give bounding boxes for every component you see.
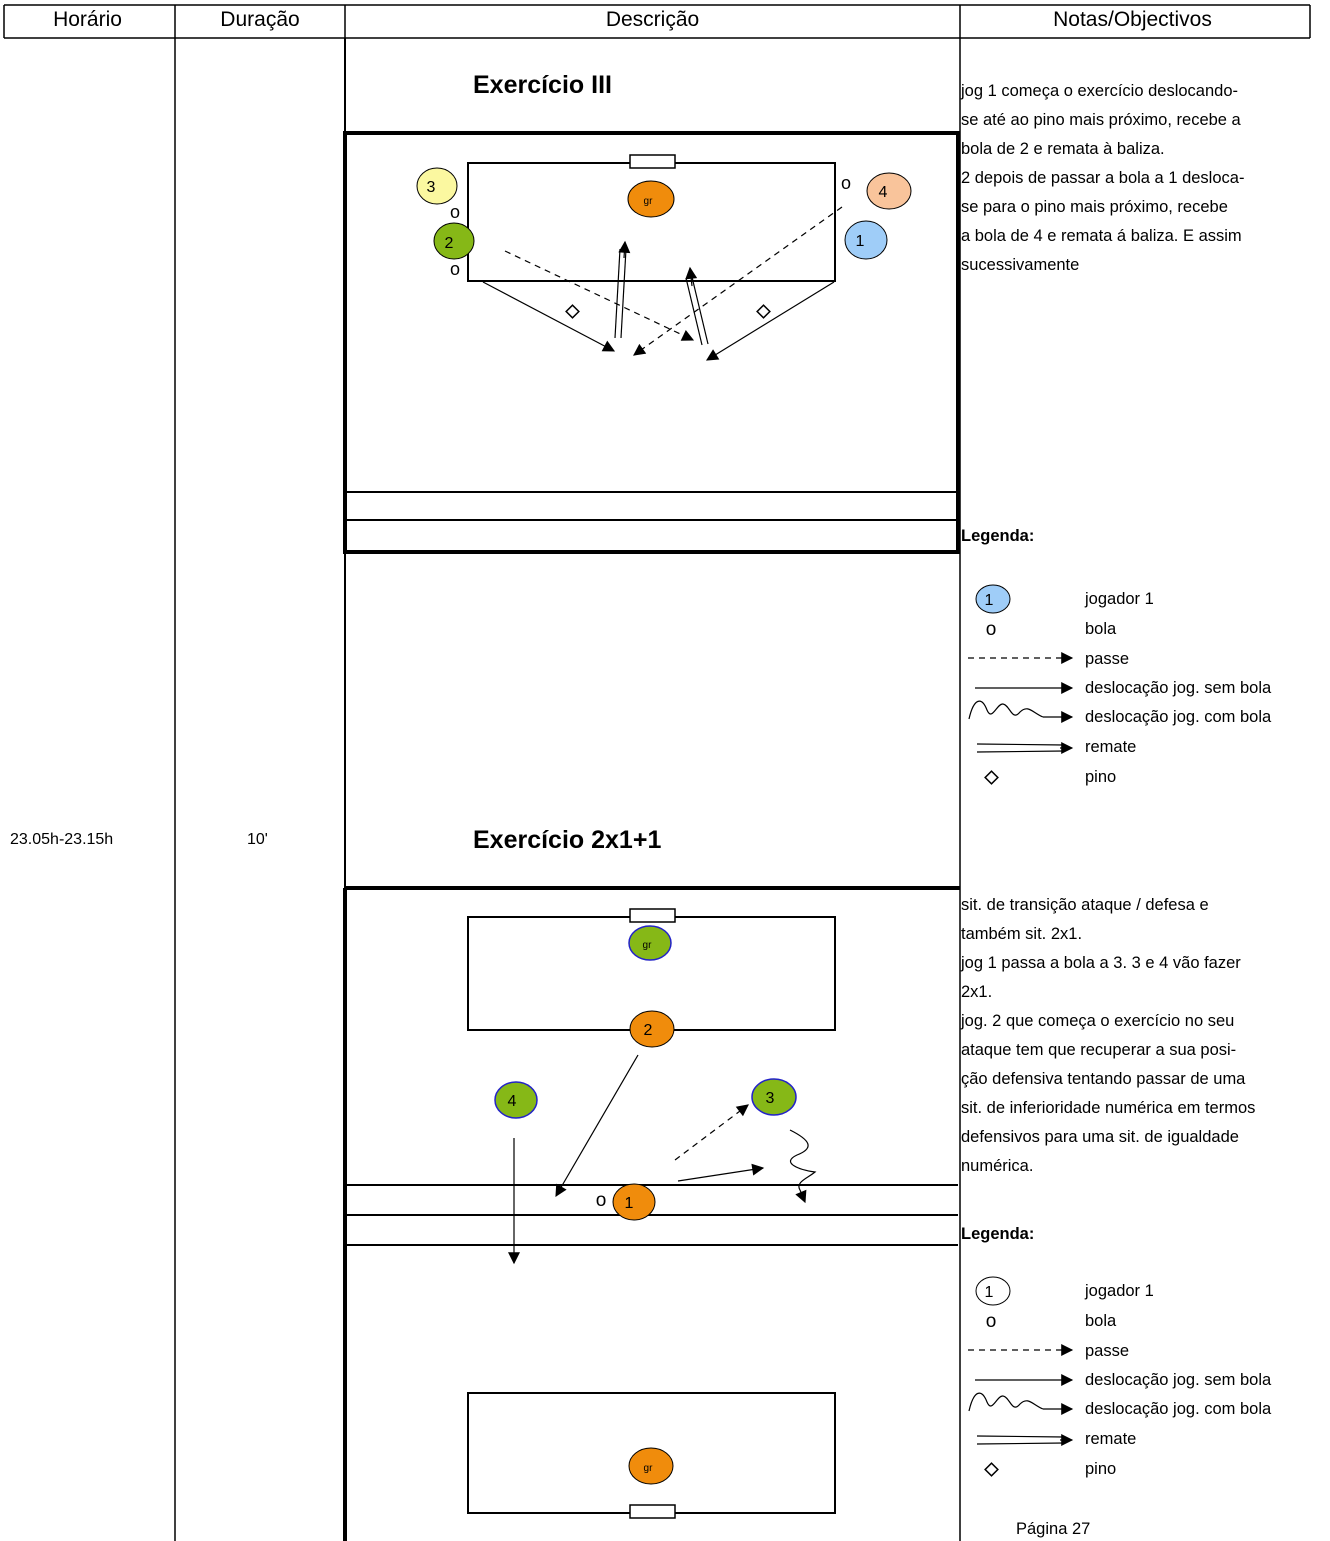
exercise3-cones [565, 304, 771, 319]
legend1-item-cone: pino [1085, 768, 1117, 786]
note-line: sucessivamente [961, 256, 1080, 274]
exercise3-title: Exercício III [473, 71, 612, 99]
note-line: 2x1. [961, 983, 993, 1001]
note-line: jog 1 passa a bola a 3. 3 e 4 vão fazer [961, 954, 1241, 972]
note-line: 2 depois de passar a bola a 1 desloca- [961, 169, 1245, 187]
note-line: sit. de inferioridade numérica em termos [961, 1099, 1256, 1117]
exercise2x1-notes: sit. de transição ataque / defesa e tamb… [961, 891, 1255, 1181]
legend2-item-pass: passe [1085, 1342, 1130, 1360]
player-4 [494, 1081, 538, 1119]
goalkeeper-bottom-label: gr [644, 1463, 654, 1474]
note-line: defensivos para uma sit. de igualdade [961, 1128, 1239, 1146]
ball-mark: o [596, 1190, 607, 1211]
goalkeeper-top-label: gr [643, 940, 653, 951]
legend1-item-pass: passe [1085, 650, 1130, 668]
note-line: também sit. 2x1. [961, 925, 1083, 943]
note-line: numérica. [961, 1157, 1034, 1175]
player-4 [866, 172, 912, 210]
legend2-item-dribble: deslocação jog. com bola [1085, 1400, 1272, 1418]
duration-cell: 10' [247, 831, 268, 848]
legend2-player-label: 1 [985, 1284, 994, 1301]
ball-mark-2: o [450, 259, 460, 279]
note-line: jog 1 começa o exercício deslocando- [961, 82, 1238, 100]
player-2 [433, 222, 475, 260]
ball-mark-3: o [841, 173, 851, 193]
player-4-label: 4 [879, 184, 888, 201]
goalkeeper-label: gr [644, 196, 654, 207]
legend1-shot-icon [976, 743, 1065, 746]
legend2-item-ball: bola [1085, 1312, 1117, 1330]
header-horario: Horário [53, 8, 122, 31]
exercise3-field [343, 131, 960, 554]
player-3-label: 3 [427, 179, 436, 196]
cone-left [565, 304, 580, 319]
legend2-dribble-icon [968, 1392, 1044, 1412]
header-descricao: Descrição [605, 8, 700, 31]
note-line: ção defensiva tentando passar de uma [961, 1070, 1246, 1088]
goalkeeper-top [628, 925, 672, 961]
player-1-label: 1 [625, 1195, 634, 1212]
header-duracao: Duração [220, 8, 300, 31]
legend2-player-icon [975, 1276, 1011, 1306]
note-line: jog. 2 que começa o exercício no seu [961, 1012, 1235, 1030]
legend1-item-player: jogador 1 [1085, 590, 1154, 608]
note-line: se para o pino mais próximo, recebe [961, 198, 1228, 216]
legend2-item-player: jogador 1 [1085, 1282, 1154, 1300]
note-line: bola de 2 e remata à baliza. [961, 140, 1165, 158]
exercise2x1-field [343, 886, 960, 1541]
legend1-player-label: 1 [985, 592, 994, 609]
legend1-item-run: deslocação jog. sem bola [1085, 679, 1272, 697]
legend1-symbols [968, 584, 1074, 785]
legend2-ball-symbol: o [986, 1311, 997, 1332]
exercise3-players [416, 167, 912, 260]
player-3 [416, 167, 458, 205]
player-1-label: 1 [856, 233, 865, 250]
legend2-item-cone: pino [1085, 1460, 1117, 1478]
player-3-label: 3 [766, 1090, 775, 1107]
note-line: a bola de 4 e remata á baliza. E assim [961, 227, 1242, 245]
legend2-title: Legenda: [961, 1225, 1035, 1243]
note-line: ataque tem que recuperar a sua posi- [961, 1041, 1237, 1059]
exercise3-notes: jog 1 começa o exercício deslocando- se … [961, 77, 1244, 280]
legend2-item-run: deslocação jog. sem bola [1085, 1371, 1272, 1389]
legend1-dribble-icon [968, 700, 1044, 720]
player-2-label: 2 [644, 1022, 653, 1039]
exercise3-arrows [482, 206, 843, 361]
player-2-label: 2 [445, 235, 454, 252]
goalkeeper-bottom [628, 1447, 674, 1485]
legend2-symbols [968, 1276, 1074, 1477]
ball-mark-1: o [450, 202, 460, 222]
legend1-player-icon [975, 584, 1011, 614]
legend1-item-shot: remate [1085, 738, 1137, 756]
legend2-item-shot: remate [1085, 1430, 1137, 1448]
legend2-cone-icon [984, 1462, 999, 1477]
legend1-ball-symbol: o [986, 619, 997, 640]
exercise2x1-arrows [508, 1054, 817, 1265]
player-4-label: 4 [508, 1093, 517, 1110]
page-number: Página 27 [1016, 1520, 1091, 1538]
legend1-title: Legenda: [961, 527, 1035, 545]
exercise2x1-title: Exercício 2x1+1 [473, 826, 662, 854]
player-2 [629, 1010, 675, 1048]
player-1 [844, 220, 888, 260]
player-3 [751, 1078, 797, 1116]
cone-right [756, 304, 771, 319]
goalkeeper [627, 180, 675, 218]
note-line: se até ao pino mais próximo, recebe a [961, 111, 1241, 129]
exercise2x1-players [494, 925, 797, 1485]
legend2-shot-icon [976, 1435, 1065, 1438]
legend1-cone-icon [984, 770, 999, 785]
player-1 [612, 1183, 656, 1221]
note-line: sit. de transição ataque / defesa e [961, 896, 1209, 914]
legend1-item-dribble: deslocação jog. com bola [1085, 708, 1272, 726]
time-cell: 23.05h-23.15h [10, 831, 114, 848]
header-notas: Notas/Objectivos [1053, 8, 1212, 31]
legend1-item-ball: bola [1085, 620, 1117, 638]
